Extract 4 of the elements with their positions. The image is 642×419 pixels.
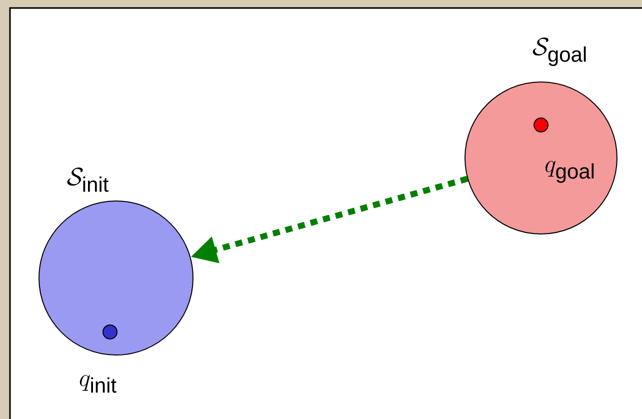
region-label: $\mathcal{S}_{\text{init}}$: [67, 168, 109, 192]
region-label: $\mathcal{S}_{\text{goal}}$: [532, 37, 586, 66]
point-label: $q_{\text{goal}}$: [545, 160, 594, 183]
point-label: $q_{\text{init}}$: [80, 374, 116, 393]
